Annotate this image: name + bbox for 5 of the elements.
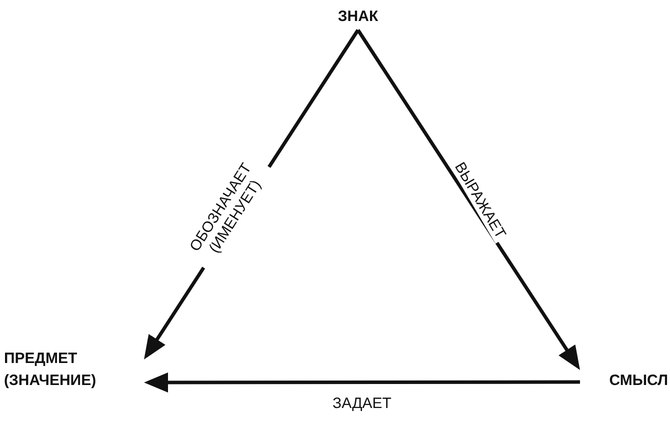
concept-label: ЗНАК [338, 7, 378, 27]
arrow [144, 372, 580, 392]
concept-label: ПРЕДМЕТ (ЗНАЧЕНИЕ) [4, 349, 98, 391]
arrow [356, 29, 580, 370]
concept-label: СМЫСЛ [609, 371, 668, 391]
